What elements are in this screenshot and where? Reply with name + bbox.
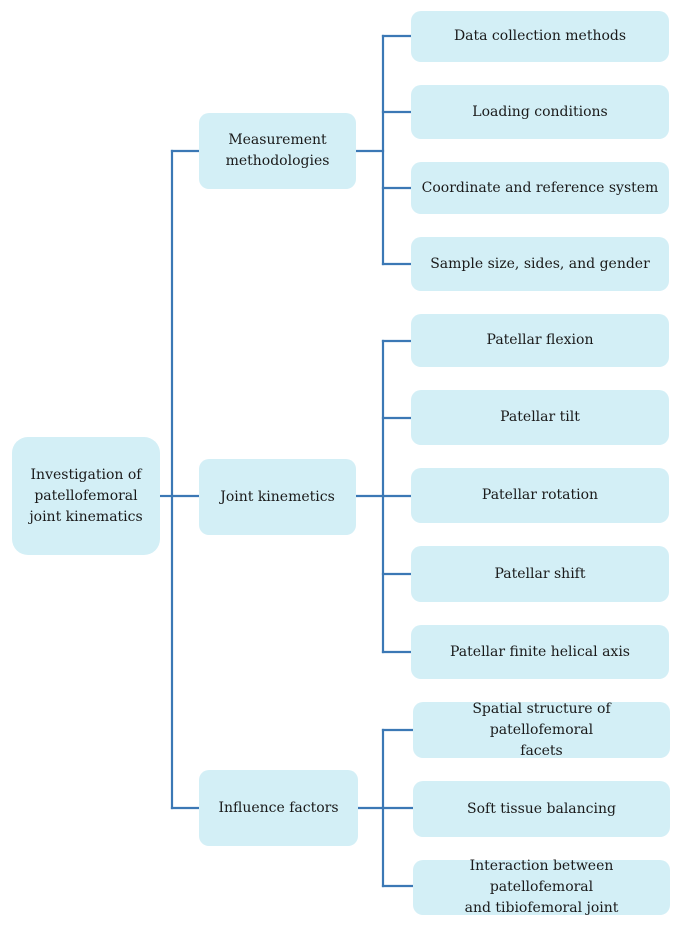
branch-1-label-line-1: Measurement [228,132,327,148]
root-label-line-2: patellofemoral [34,487,138,504]
branch-1-label-line-2: methodologies [225,153,330,169]
branch-joint-kinemetics: Joint kinemetics [199,459,356,535]
branch-3-label: Influence factors [218,799,339,816]
leaf-b2-5-label: Patellar finite helical axis [450,643,630,660]
branch-2-label: Joint kinemetics [220,488,335,505]
leaf-soft-tissue-balancing: Soft tissue balancing [413,781,670,837]
leaf-patellar-flexion: Patellar flexion [411,314,669,367]
leaf-patellar-rotation: Patellar rotation [411,468,669,523]
leaf-b3-1-text: Spatial structure of patellofemoral face… [419,699,664,762]
root-label-line-3: joint kinematics [29,508,143,525]
leaf-b1-4-label: Sample size, sides, and gender [430,255,650,272]
root-node-text: Investigation of patellofemoral joint ki… [29,465,142,528]
branch-measurement-methodologies: Measurement methodologies [199,113,356,189]
leaf-patellar-tilt: Patellar tilt [411,390,669,445]
leaf-loading-conditions: Loading conditions [411,85,669,139]
leaf-b2-1-label: Patellar flexion [486,332,594,348]
leaf-patellar-finite-helical-axis: Patellar finite helical axis [411,625,669,679]
leaf-b1-3-label: Coordinate and reference system [421,179,659,196]
leaf-spatial-structure-facets: Spatial structure of patellofemoral face… [413,701,670,759]
leaf-b1-1-label: Data collection methods [453,28,627,44]
leaf-b3-3-text: Interaction between patellofemoral and t… [419,856,664,919]
branch-1-text: Measurement methodologies [226,130,330,172]
leaf-b3-3-label-line-2: and tibiofemoral joint [464,900,619,916]
root-node: Investigation of patellofemoral joint ki… [12,437,160,555]
leaf-coordinate-reference-system: Coordinate and reference system [411,162,669,214]
root-label-line-1: Investigation of [30,466,142,483]
leaf-b3-1-label-line-2: facets [520,742,563,759]
leaf-patellar-shift: Patellar shift [411,546,669,602]
leaf-b3-1-label-line-1: Spatial structure of patellofemoral [472,700,611,738]
leaf-b3-2-label: Soft tissue balancing [467,800,616,817]
leaf-b2-2-label: Patellar tilt [500,409,580,425]
branch-influence-factors: Influence factors [199,770,358,846]
leaf-interaction-patellofemoral-tibiofemoral: Interaction between patellofemoral and t… [413,858,670,916]
leaf-b2-4-label: Patellar shift [494,565,586,582]
leaf-b3-3-label-line-1: Interaction between patellofemoral [469,858,614,895]
leaf-data-collection-methods: Data collection methods [411,11,669,62]
leaf-b1-2-label: Loading conditions [472,103,608,120]
leaf-sample-size-sides-gender: Sample size, sides, and gender [411,237,669,291]
leaf-b2-3-label: Patellar rotation [481,487,599,503]
